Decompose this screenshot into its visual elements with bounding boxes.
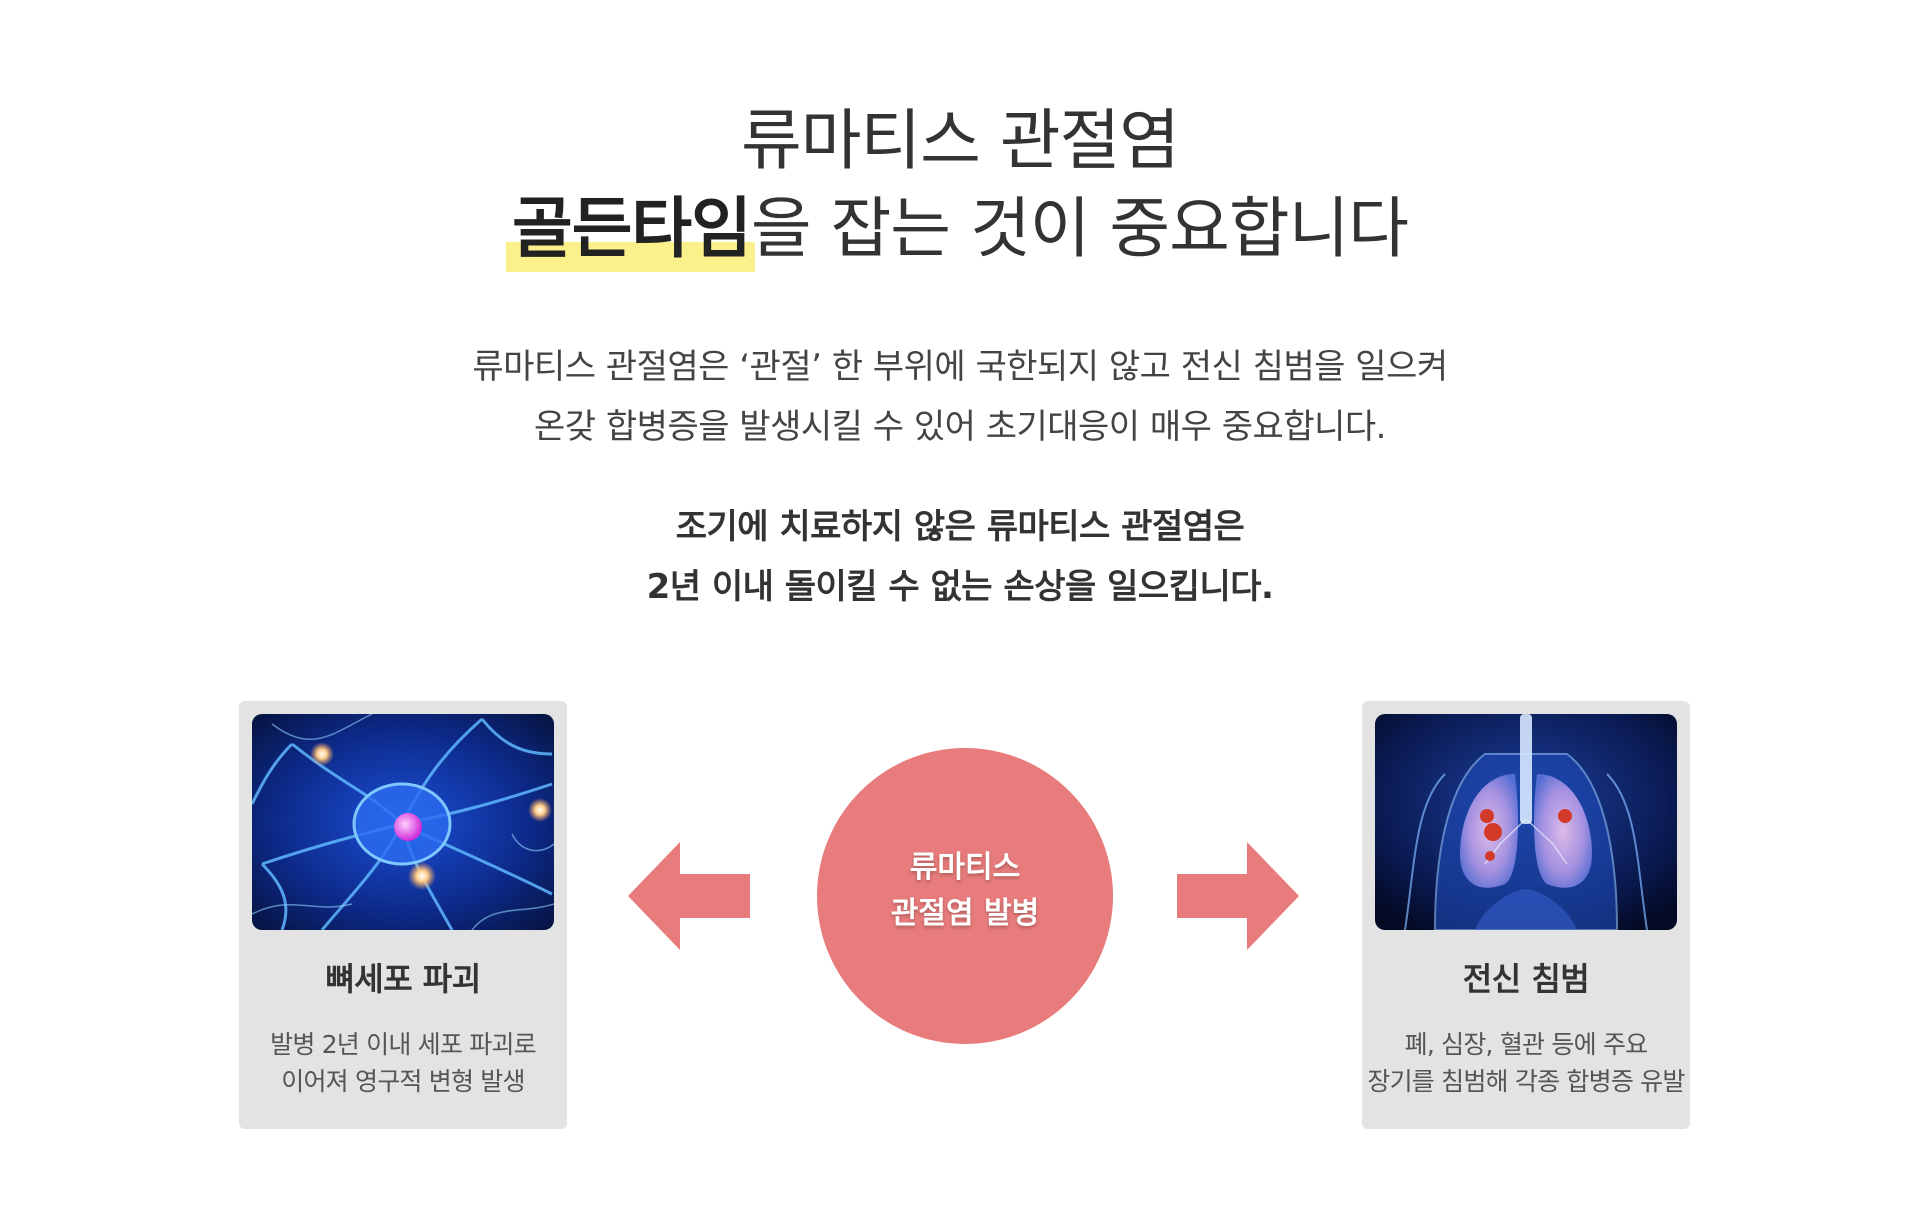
card-title: 전신 침범 xyxy=(1462,960,1590,998)
emphasis-line2: 2년 이내 돌이킬 수 없는 손상을 일으킵니다. xyxy=(646,567,1274,607)
heading-line2-rest: 을 잡는 것이 중요합니다 xyxy=(750,190,1409,267)
card-title: 뼈세포 파괴 xyxy=(325,960,481,998)
card-desc-line1: 발병 2년 이내 세포 파괴로 xyxy=(270,1030,537,1059)
lung-image xyxy=(1375,714,1677,930)
card-desc-line2: 장기를 침범해 각종 합병증 유발 xyxy=(1367,1067,1685,1096)
center-circle: 류마티스 관절염 발병 xyxy=(817,748,1113,1044)
card-desc-line2: 이어져 영구적 변형 발생 xyxy=(281,1067,525,1096)
description-line1: 류마티스 관절염은 ‘관절’ 한 부위에 국한되지 않고 전신 침범을 일으켜 xyxy=(472,347,1448,387)
neuron-image xyxy=(252,714,554,930)
arrow-right-icon xyxy=(1177,842,1299,950)
emphasis-line1: 조기에 치료하지 않은 류마티스 관절염은 xyxy=(675,507,1245,547)
heading-line2: 골든타임을 잡는 것이 중요합니다 xyxy=(0,190,1920,272)
card-bone-cell: 뼈세포 파괴 발병 2년 이내 세포 파괴로 이어져 영구적 변형 발생 xyxy=(239,701,567,1129)
card-desc-line1: 폐, 심장, 혈관 등에 주요 xyxy=(1404,1030,1648,1059)
description-line2: 온갖 합병증을 발생시킬 수 있어 초기대응이 매우 중요합니다. xyxy=(534,407,1386,447)
heading-line1: 류마티스 관절염 xyxy=(740,102,1180,179)
card-systemic-invasion: 전신 침범 폐, 심장, 혈관 등에 주요 장기를 침범해 각종 합병증 유발 xyxy=(1362,701,1690,1129)
center-line1: 류마티스 xyxy=(909,850,1021,885)
center-line2: 관절염 발병 xyxy=(890,896,1040,931)
heading-highlight: 골든타임 xyxy=(505,190,755,272)
arrow-left-icon xyxy=(628,842,750,950)
